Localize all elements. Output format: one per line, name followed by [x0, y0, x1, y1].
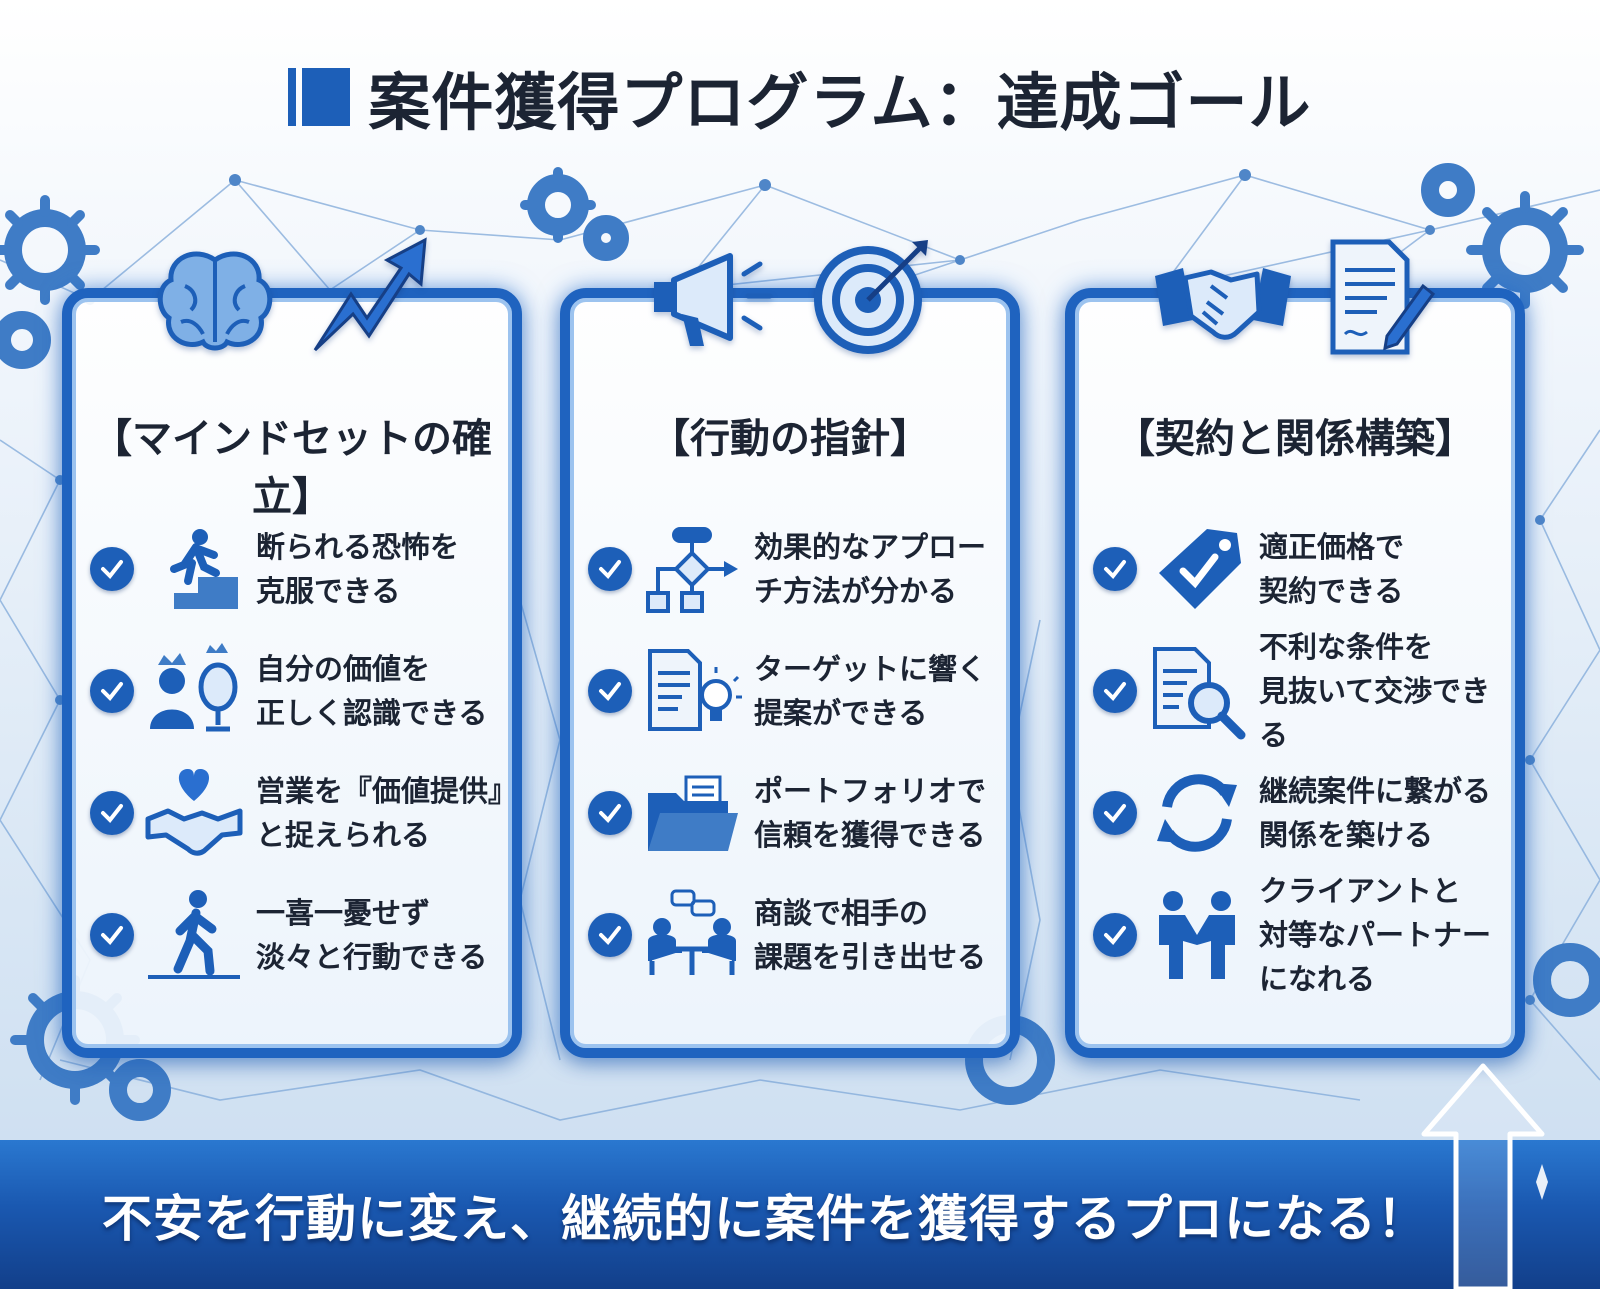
card-action: 【行動の指針】 効果的なアプローチ方法が分かる: [560, 240, 1020, 1058]
target-icon: [814, 240, 928, 354]
list-item: ポートフォリオで信頼を獲得できる: [588, 752, 1008, 874]
list-item: 効果的なアプローチ方法が分かる: [588, 508, 1008, 630]
cycle-arrows-icon: [1157, 774, 1237, 852]
card-top-icons: [570, 236, 1010, 356]
list-item: 営業を『価値提供』と捉えられる: [90, 752, 517, 874]
partners-icon: [1159, 891, 1235, 979]
check-icon: [90, 913, 134, 957]
card-top-icons: [1075, 236, 1515, 356]
list-item: ターゲットに響く提案ができる: [588, 630, 1008, 752]
megaphone-icon: [654, 253, 773, 346]
list-item: 自分の価値を正しく認識できる: [90, 630, 510, 752]
card-title: 【行動の指針】: [650, 416, 930, 462]
crowned-person-mirror-icon: [150, 643, 238, 732]
price-tag-icon: [1159, 529, 1241, 609]
list-item: 継続案件に繋がる関係を築ける: [1093, 752, 1513, 874]
check-icon: [1093, 791, 1137, 835]
title-area: 案件獲得プログラム：達成ゴール: [0, 52, 1600, 142]
check-icon: [1093, 669, 1137, 713]
title-marker-icon: [288, 68, 351, 126]
list-item: 一喜一憂せず淡々と行動できる: [90, 874, 510, 996]
check-icon: [90, 669, 134, 713]
walking-person-icon: [148, 890, 240, 979]
list-item: 断られる恐怖を克服できる: [90, 508, 510, 630]
check-icon: [588, 791, 632, 835]
check-icon: [588, 669, 632, 713]
stair-climber-icon: [150, 529, 238, 609]
page-title: 案件獲得プログラム：達成ゴール: [368, 66, 1312, 139]
card-contract: 【契約と関係構築】 適正価格で契約できる 不利な条件を見抜いて交渉できる: [1065, 239, 1525, 1058]
card-title: 【契約と関係構築】: [1115, 416, 1475, 462]
check-icon: [588, 547, 632, 591]
meeting-icon: [648, 889, 736, 975]
brain-icon: [157, 251, 273, 351]
check-icon: [1093, 913, 1137, 957]
rising-arrow-icon: [313, 237, 427, 352]
handshake-icon: [1155, 268, 1291, 340]
card-title: 【マインドセットの確立】: [92, 416, 492, 520]
flowchart-icon: [646, 527, 738, 613]
list-item: 不利な条件を見抜いて交渉できる: [1093, 630, 1513, 752]
check-icon: [90, 791, 134, 835]
list-item: クライアントと対等なパートナーになれる: [1093, 874, 1513, 996]
document-search-icon: [1153, 647, 1246, 740]
check-icon: [588, 913, 632, 957]
heart-handshake-icon: [145, 769, 243, 856]
up-arrow-icon: [1421, 1063, 1548, 1289]
check-icon: [90, 547, 134, 591]
banner-text: 不安を行動に変え、継続的に案件を獲得するプロになる！: [102, 1189, 1428, 1248]
goal-banner: 不安を行動に変え、継続的に案件を獲得するプロになる！: [0, 1140, 1600, 1289]
list-item: 適正価格で契約できる: [1093, 508, 1513, 630]
list-item: 商談で相手の課題を引き出せる: [588, 874, 1008, 996]
document-lightbulb-icon: [648, 649, 742, 731]
check-icon: [1093, 547, 1137, 591]
folder-icon: [648, 775, 738, 851]
card-mindset: 【マインドセットの確立】 断られる恐怖を克服できる 自分の価値を正しく認識できる: [62, 237, 522, 1058]
contract-icon: [1330, 239, 1436, 355]
card-top-icons: [72, 236, 512, 356]
